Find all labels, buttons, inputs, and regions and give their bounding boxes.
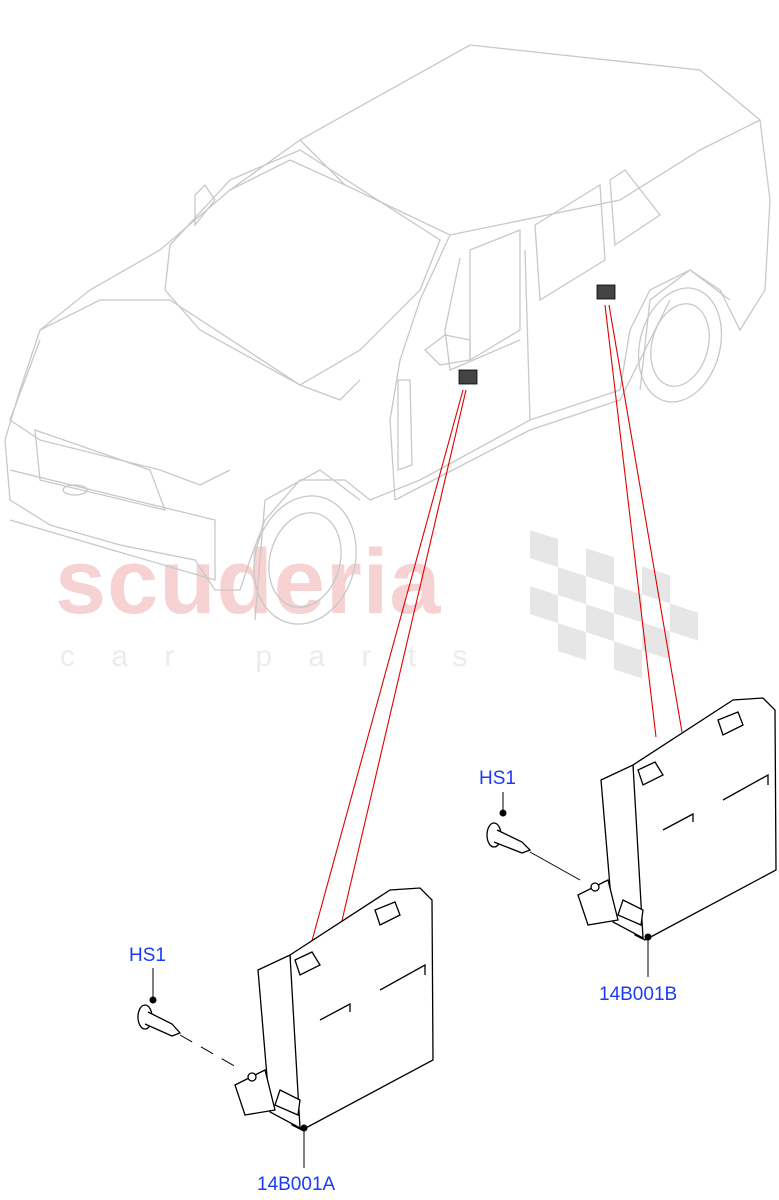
callout-14b001b[interactable]: 14B001B: [599, 984, 678, 1005]
module-location-front: [458, 369, 478, 385]
callout-hs1-b[interactable]: HS1: [479, 768, 516, 789]
fixing-line-a: [179, 1034, 239, 1069]
watermark-sub-text: c a r p a r t s: [60, 640, 482, 673]
fixing-line-b: [529, 851, 581, 881]
module-location-rear: [596, 284, 616, 300]
watermark-logo-text: scuderia: [55, 531, 442, 633]
module-14b001a[interactable]: [234, 887, 434, 1131]
module-14b001b[interactable]: [577, 697, 777, 941]
callout-14b001a[interactable]: 14B001A: [257, 1174, 336, 1195]
screw-hs1-a[interactable]: [137, 1004, 182, 1037]
vehicle-outline: [4, 44, 771, 625]
leader-lines: [309, 304, 683, 949]
screw-hs1-b[interactable]: [486, 822, 532, 854]
checkered-flag-watermark: [530, 530, 698, 679]
callout-pointers: [149, 792, 652, 1168]
callout-hs1-a[interactable]: HS1: [129, 945, 166, 966]
